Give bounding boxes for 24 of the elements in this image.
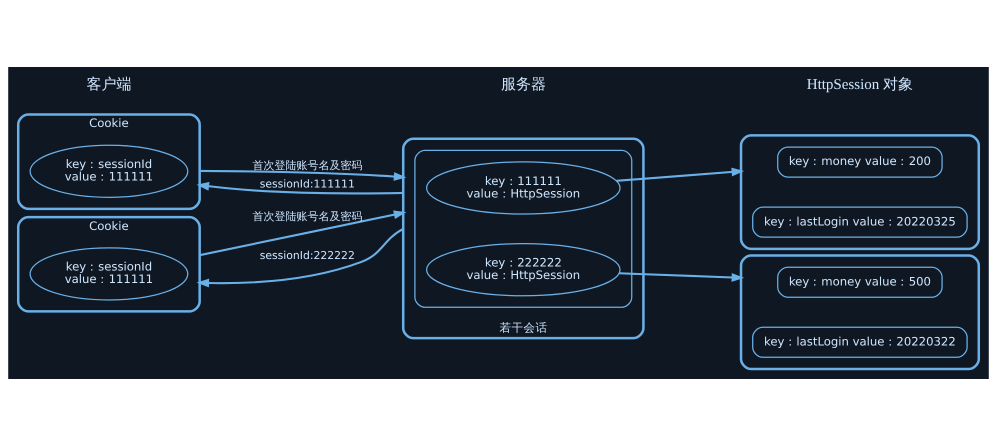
label: HttpSession 对象 [806, 76, 914, 93]
node-ellipse: key：222222 value：HttpSession [426, 242, 621, 296]
arrow [196, 227, 404, 287]
arrow [616, 167, 744, 182]
label: 客户端 [86, 76, 132, 93]
node-ellipse: key：111111 value：HttpSession [426, 160, 621, 214]
edge-label: sessionId:222222 [260, 248, 355, 262]
node-box: key：money value：200 [777, 146, 943, 178]
label: 服务器 [500, 76, 546, 93]
node-ellipse: key：sessionId value：111111 [29, 246, 188, 300]
arrow [196, 181, 404, 194]
node-box: key：lastLogin value：20220322 [752, 326, 968, 358]
arrow [199, 210, 406, 256]
node-box: key：money value：500 [777, 266, 943, 298]
edge-label: 首次登陆账号名及密码 [252, 209, 362, 222]
node-box: key：lastLogin value：20220325 [752, 206, 968, 238]
arrow [200, 169, 406, 180]
cluster [740, 134, 980, 250]
cluster [414, 149, 632, 308]
arrow [619, 272, 744, 282]
edge-label: 首次登陆账号名及密码 [252, 158, 362, 172]
edge-label: sessionId:111111 [260, 176, 355, 190]
cluster [740, 254, 980, 370]
node-ellipse: key：sessionId value：111111 [29, 144, 188, 198]
